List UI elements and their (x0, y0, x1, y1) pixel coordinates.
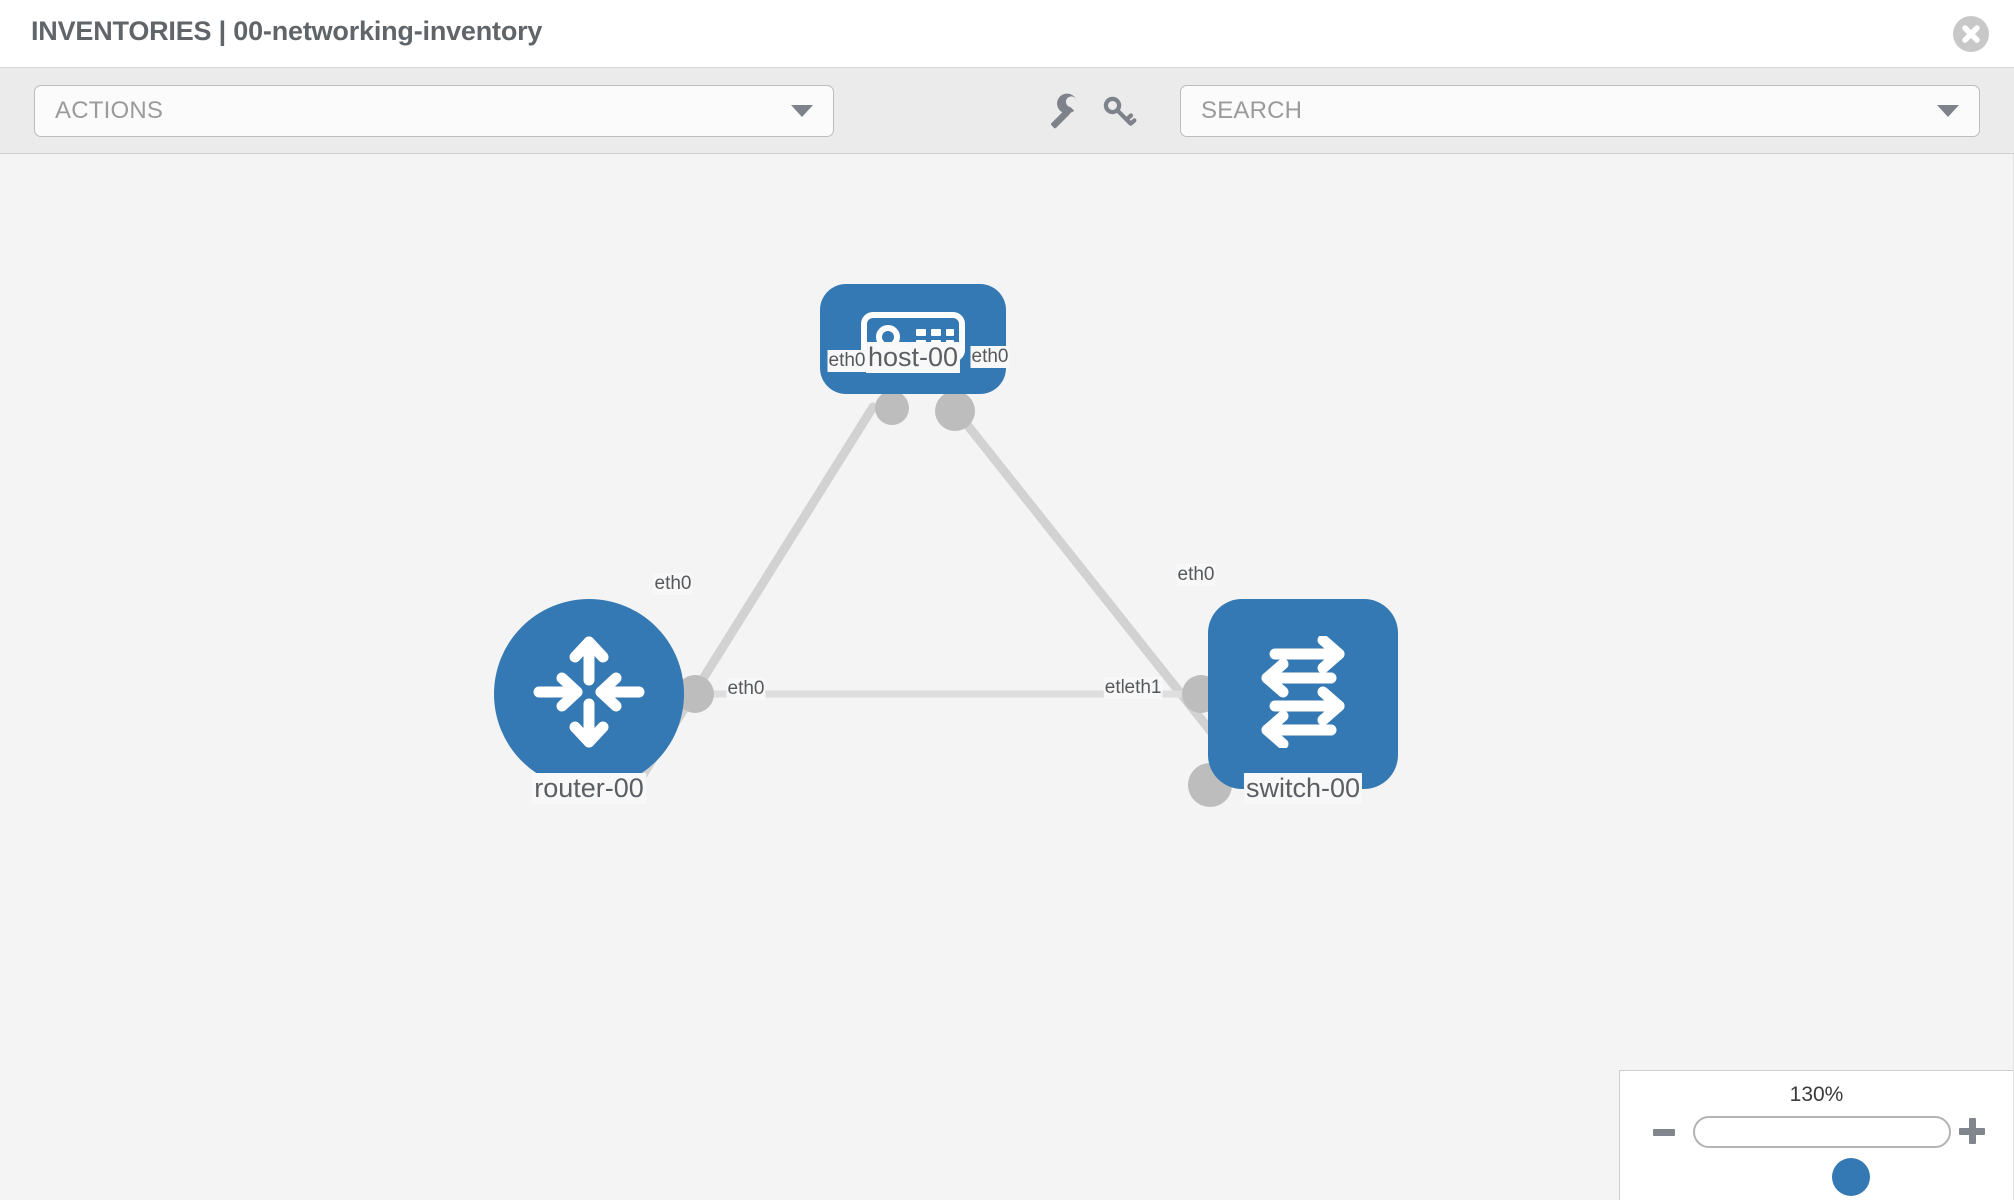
node-host-00-label: host-00 (865, 342, 961, 373)
node-router-00-shape[interactable] (494, 599, 684, 789)
toolbar: ACTIONS SEARCH (0, 68, 2014, 154)
socket-host00-right[interactable] (935, 391, 975, 431)
node-switch-00-shape[interactable] (1208, 599, 1398, 789)
port-label-switch00-eth1: eth1 (1123, 677, 1163, 699)
node-router-00[interactable] (494, 599, 684, 789)
zoom-in-button[interactable] (1959, 1118, 1985, 1144)
wrench-icon[interactable] (1043, 91, 1083, 131)
node-switch-00[interactable] (1208, 599, 1398, 789)
actions-dropdown-label: ACTIONS (55, 97, 164, 124)
socket-host00-left[interactable] (875, 391, 909, 425)
page-header: INVENTORIES | 00-networking-inventory (0, 0, 2014, 68)
search-input[interactable]: SEARCH (1180, 85, 1980, 137)
zoom-slider-thumb[interactable] (1832, 1158, 1870, 1196)
chevron-down-icon (1937, 105, 1959, 117)
topology-links (624, 402, 1268, 802)
page-title: INVENTORIES | 00-networking-inventory (31, 16, 543, 46)
port-label-switch00-eth0-up: eth0 (1176, 564, 1216, 586)
port-label-router00-eth0: eth0 (726, 678, 766, 700)
zoom-level-label: 130% (1789, 1083, 1844, 1106)
switch-arrows-icon (1247, 634, 1359, 753)
zoom-control-panel: 130% (1619, 1070, 2013, 1200)
search-placeholder: SEARCH (1201, 97, 1303, 124)
node-router-00-label: router-00 (532, 773, 646, 804)
port-label-router00-eth0-up: eth0 (653, 573, 693, 595)
port-label-host00-eth0-right: eth0 (970, 346, 1010, 368)
zoom-slider[interactable] (1693, 1116, 1951, 1196)
node-switch-00-label: switch-00 (1243, 773, 1363, 804)
port-label-host00-eth0-left: eth0 (827, 350, 867, 372)
topology-canvas[interactable]: host-00 (0, 154, 2014, 1200)
node-host-00-shape[interactable] (820, 284, 1006, 394)
close-icon[interactable] (1953, 16, 1989, 52)
router-arrows-icon (527, 630, 651, 759)
zoom-out-button[interactable] (1653, 1129, 1675, 1136)
node-host-00[interactable] (820, 284, 1006, 394)
chevron-down-icon (791, 105, 813, 117)
actions-dropdown[interactable]: ACTIONS (34, 85, 834, 137)
key-icon[interactable] (1098, 91, 1138, 131)
